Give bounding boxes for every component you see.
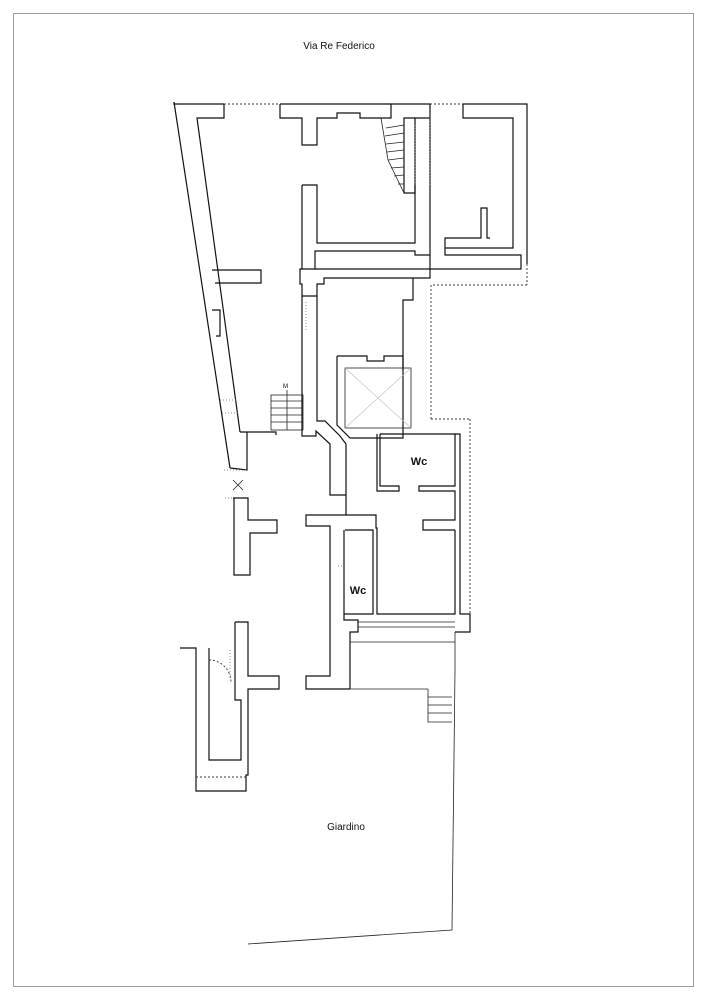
central-walls <box>299 248 528 620</box>
north-rooms <box>301 117 431 270</box>
wc-label-1: Wc <box>410 456 428 468</box>
wc-label-2: Wc <box>349 585 367 597</box>
south-rooms <box>305 495 456 690</box>
central-stairs <box>270 390 304 431</box>
lightwell <box>301 296 412 496</box>
stair-marker: M <box>283 384 288 390</box>
outer-walls <box>173 101 528 469</box>
wc-room-1 <box>376 433 471 633</box>
street-label: Via Re Federico <box>303 41 375 52</box>
southwest-wing <box>180 621 280 792</box>
drawing-sheet <box>13 13 694 987</box>
west-rooms <box>212 269 278 576</box>
garden-boundary <box>247 632 456 945</box>
garden-label: Giardino <box>327 822 365 833</box>
